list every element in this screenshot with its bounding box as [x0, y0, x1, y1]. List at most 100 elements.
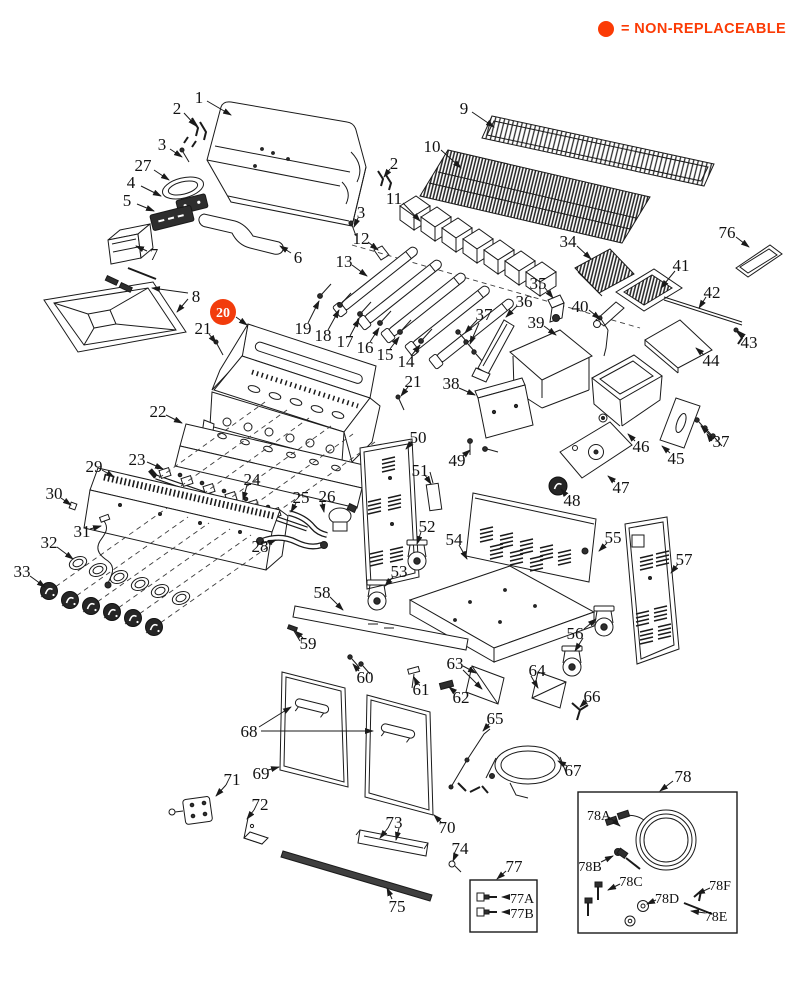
part-label-68: 68 — [241, 722, 258, 741]
leader-line-53 — [384, 576, 394, 587]
part-label-16: 16 — [357, 338, 374, 357]
legend: = NON-REPLACEABLE — [598, 21, 786, 37]
leader-line-54 — [458, 544, 468, 560]
part-label-39: 39 — [528, 313, 545, 332]
leader-line-75 — [386, 887, 394, 900]
part-label-12: 12 — [353, 229, 370, 248]
non-replaceable-dot-icon — [598, 21, 614, 37]
part-label-69: 69 — [253, 764, 270, 783]
part-label-78: 78 — [675, 767, 692, 786]
leader-line-2 — [383, 168, 392, 178]
leader-line-73 — [395, 827, 401, 841]
part-infrared-grate — [574, 248, 635, 297]
leader-line-51 — [424, 474, 432, 485]
part-label-10: 10 — [424, 137, 441, 156]
part-burner-box-46 — [591, 354, 663, 427]
part-side-burner — [593, 268, 683, 328]
leader-line-46 — [627, 433, 636, 442]
part-label-44: 44 — [703, 351, 721, 370]
leader-line-78A — [608, 816, 621, 827]
part-firebox-highlighted — [201, 323, 381, 463]
part-label-62: 62 — [453, 688, 470, 707]
part-label-52: 52 — [419, 517, 436, 536]
part-shelf-panel-44 — [644, 319, 713, 374]
leader-line-6 — [279, 245, 292, 254]
part-door-left-69 — [279, 671, 349, 788]
leader-line-30 — [60, 497, 72, 506]
part-label-6: 6 — [294, 248, 303, 267]
leader-line-52 — [416, 531, 423, 545]
part-bracket-36 — [471, 319, 515, 383]
part-label-74: 74 — [452, 839, 470, 858]
part-label-77A: 77A — [510, 892, 535, 907]
leader-line-36 — [505, 305, 518, 318]
part-grease-cup — [107, 223, 154, 265]
leader-line-37 — [706, 433, 715, 443]
leader-line-11 — [402, 202, 421, 222]
part-rod-42 — [663, 296, 743, 326]
leader-line-45 — [661, 445, 671, 454]
part-label-71: 71 — [224, 770, 241, 789]
part-label-53: 53 — [391, 562, 408, 581]
leader-line-65 — [482, 722, 491, 732]
part-grease-shield-38 — [474, 377, 534, 439]
leader-line-42 — [698, 296, 707, 309]
part-screw-59 — [286, 624, 301, 642]
leader-line-8 — [151, 286, 189, 294]
part-label-73: 73 — [386, 813, 403, 832]
leader-line-60 — [352, 663, 361, 673]
part-label-75: 75 — [389, 897, 406, 916]
part-lid — [206, 101, 367, 227]
leader-line-78F — [696, 887, 711, 895]
leader-line-67 — [557, 760, 568, 768]
leader-line-9 — [471, 111, 495, 128]
part-bolt-77a — [476, 892, 497, 902]
leader-line-56 — [574, 637, 584, 652]
part-label-14: 14 — [398, 352, 416, 371]
leader-line-20 — [235, 316, 248, 326]
part-knobs-33 — [39, 581, 164, 637]
part-logo-plate — [161, 176, 205, 200]
part-label-67: 67 — [565, 761, 583, 780]
part-latch-71 — [168, 796, 213, 825]
part-control-panel-29 — [83, 467, 289, 571]
part-label-15: 15 — [377, 345, 394, 364]
part-label-31: 31 — [74, 522, 91, 541]
part-label-2: 2 — [390, 154, 399, 173]
part-label-25: 25 — [293, 488, 310, 507]
leader-line-62 — [448, 686, 458, 695]
part-label-59: 59 — [300, 634, 317, 653]
leader-line-41 — [660, 270, 676, 289]
part-label-46: 46 — [633, 437, 650, 456]
leader-line-4 — [140, 185, 162, 197]
part-label-66: 66 — [584, 687, 601, 706]
part-label-38: 38 — [443, 374, 460, 393]
part-label-8: 8 — [192, 287, 201, 306]
part-wire-harness-31 — [97, 513, 114, 589]
leader-line-27 — [153, 169, 170, 181]
part-hinge-pins-right — [377, 170, 393, 191]
leader-line-47 — [607, 475, 617, 484]
part-back-panel-55 — [465, 492, 597, 583]
part-label-78A: 78A — [587, 809, 612, 824]
part-heat-shield-22 — [174, 423, 369, 509]
part-label-3: 3 — [158, 135, 167, 154]
leader-line-71 — [215, 784, 227, 797]
leader-line-63 — [462, 669, 483, 690]
part-label-77: 77 — [506, 857, 524, 876]
part-label-78B: 78B — [578, 860, 601, 875]
leader-line-37 — [464, 319, 478, 334]
leader-line-3 — [353, 217, 360, 228]
part-cooking-grate — [419, 149, 651, 244]
leader-line-15 — [389, 336, 400, 350]
part-label-23: 23 — [129, 450, 146, 469]
part-hose-25 — [288, 510, 328, 538]
part-label-3: 3 — [357, 203, 366, 222]
kit-box-77 — [469, 879, 538, 933]
part-label-43: 43 — [741, 333, 758, 352]
leader-line-76 — [735, 236, 750, 248]
leader-line-69 — [267, 766, 280, 772]
leader-line-50 — [405, 440, 414, 450]
part-label-28: 28 — [252, 537, 269, 556]
